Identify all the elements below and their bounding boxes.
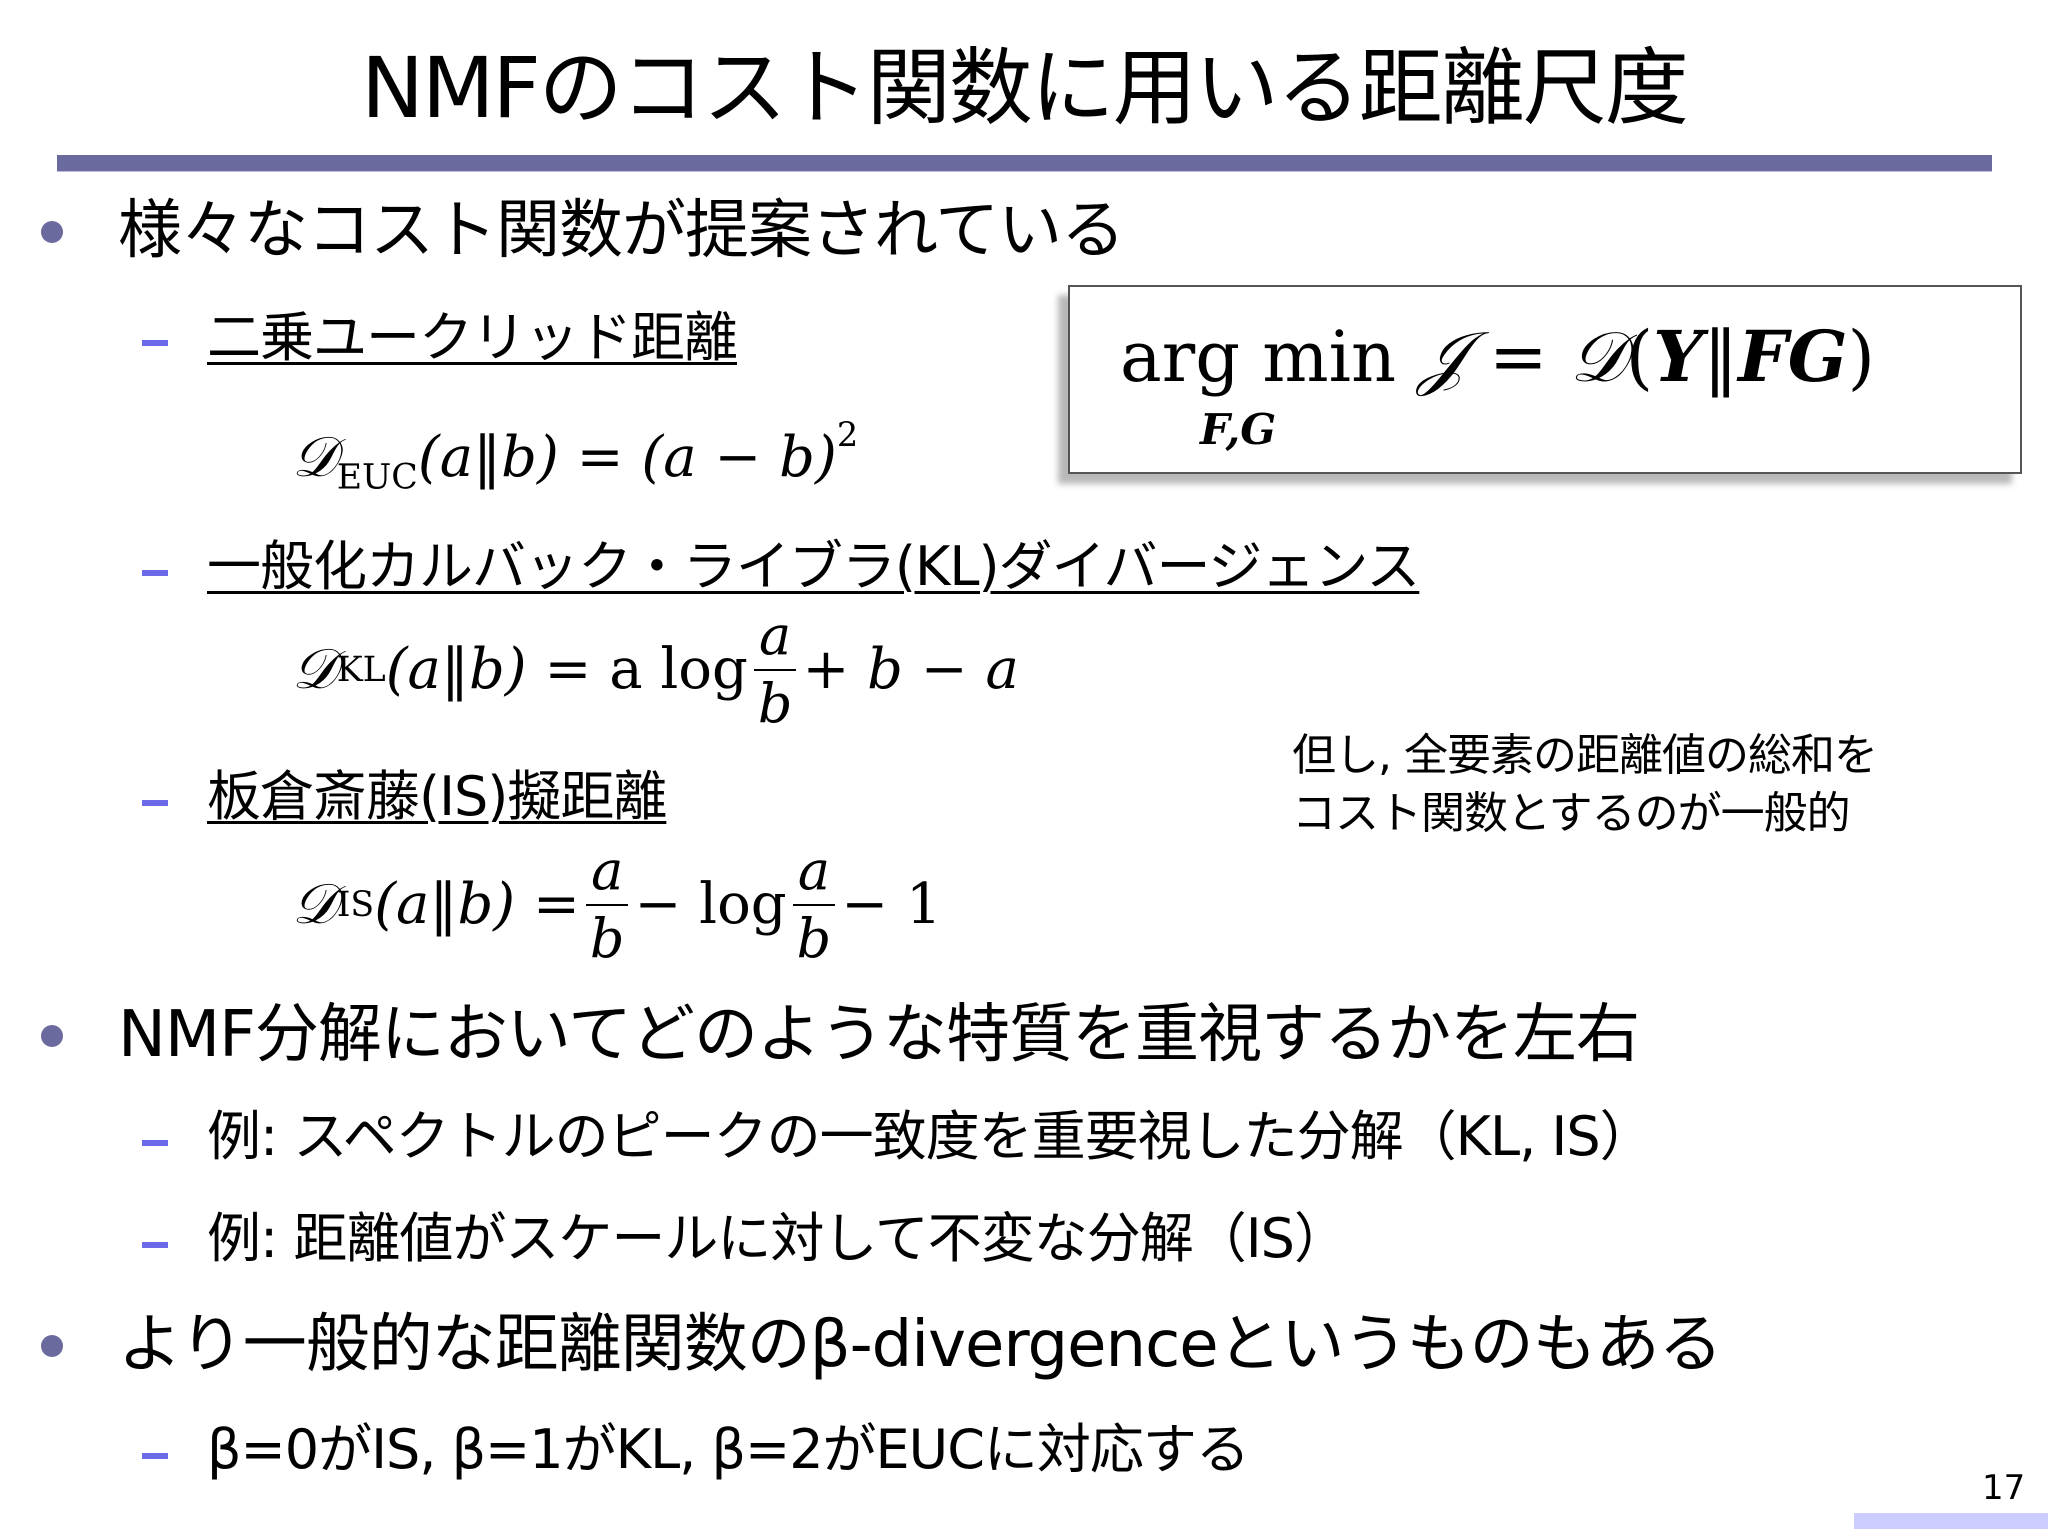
paren-open: ( — [1625, 316, 1654, 398]
dash-icon — [142, 1242, 168, 1248]
page-number: 17 — [1982, 1468, 2026, 1508]
sub-example-2: 例: 距離値がスケールに対して不変な分解（IS） — [207, 1207, 1348, 1270]
calligraphic-d: 𝒟 — [292, 637, 337, 702]
matrix-y: Y — [1653, 315, 1704, 398]
note-line-2: コスト関数とするのが一般的 — [1292, 788, 1851, 839]
arg-text: arg — [1120, 316, 1241, 398]
formula-superscript: 2 — [836, 415, 859, 454]
slide-title: NMFのコスト関数に用いる距離尺度 — [361, 39, 1689, 137]
formula-lhs: (a‖b) — [374, 872, 516, 937]
formula-lhs: (a‖b) — [385, 637, 527, 702]
formula-minus-log: − log — [634, 872, 787, 937]
sub-beta-mapping: β=0がIS, β=1がKL, β=2がEUCに対応する — [207, 1418, 1250, 1481]
numerator: a — [797, 839, 831, 902]
fraction-bar — [585, 904, 629, 906]
numerator: a — [591, 839, 624, 902]
cost-j: 𝒥 — [1418, 316, 1467, 398]
formula-euc: 𝒟EUC(a‖b) = (a − b)2 — [292, 400, 858, 512]
calligraphic-d: 𝒟 — [292, 425, 337, 491]
bullet-1-text: 様々なコスト関数が提案されている — [118, 194, 1125, 268]
fraction-bar — [753, 669, 797, 671]
bullet-icon — [41, 1025, 63, 1047]
formula-rhs: (a − b) — [641, 425, 837, 491]
note-line-1: 但し, 全要素の距離値の総和を — [1292, 730, 1878, 781]
objective-formula: arg min 𝒥 = 𝒟(Y‖FG) — [1120, 315, 1875, 398]
dash-icon — [142, 800, 168, 806]
dash-icon — [142, 340, 168, 346]
calligraphic-d: 𝒟 — [1569, 316, 1626, 398]
calligraphic-d: 𝒟 — [292, 872, 337, 937]
formula-tail: + b − a — [802, 637, 1019, 702]
formula-subscript: KL — [336, 650, 386, 690]
min-text: min — [1262, 316, 1397, 398]
sub-euc-label: 二乗ユークリッド距離 — [207, 306, 738, 369]
objective-function-box: arg min 𝒥 = 𝒟(Y‖FG) F,G — [1068, 285, 2022, 474]
equals-sign: = — [544, 637, 592, 702]
divider-norm: ‖ — [1703, 316, 1739, 398]
bullet-3-text: より一般的な距離関数のβ-divergenceというものもある — [118, 1308, 1723, 1382]
numerator: a — [759, 604, 792, 667]
title-underline-bar — [57, 155, 1992, 171]
sub-is-label: 板倉斎藤(IS)擬距離 — [207, 765, 667, 828]
equals-sign: = — [532, 872, 580, 937]
formula-subscript: EUC — [336, 457, 418, 498]
footer-bar — [1854, 1513, 2048, 1529]
bullet-icon — [41, 221, 63, 243]
sub-example-1: 例: スペクトルのピークの一致度を重要視した分解（KL, IS） — [207, 1105, 1654, 1168]
bullet-2-text: NMF分解においてどのような特質を重視するかを左右 — [118, 998, 1640, 1072]
formula-lhs: (a‖b) — [417, 425, 559, 491]
formula-subscript: IS — [336, 885, 375, 925]
bullet-icon — [41, 1335, 63, 1357]
equals-sign: = — [576, 425, 624, 491]
matrix-fg: FG — [1738, 315, 1848, 398]
paren-close: ) — [1847, 316, 1875, 398]
denominator: b — [589, 907, 625, 970]
formula-a-log: a log — [609, 637, 748, 702]
sub-kl-label: 一般化カルバック・ライブラ(KL)ダイバージェンス — [207, 535, 1420, 598]
argmin-subscript: F,G — [1200, 405, 1277, 454]
equals-sign: = — [1488, 316, 1548, 398]
formula-tail: − 1 — [841, 872, 942, 937]
dash-icon — [142, 1140, 168, 1146]
dash-icon — [142, 570, 168, 576]
denominator: b — [757, 672, 793, 735]
dash-icon — [142, 1453, 168, 1459]
denominator: b — [796, 907, 832, 970]
fraction-bar — [792, 904, 836, 906]
